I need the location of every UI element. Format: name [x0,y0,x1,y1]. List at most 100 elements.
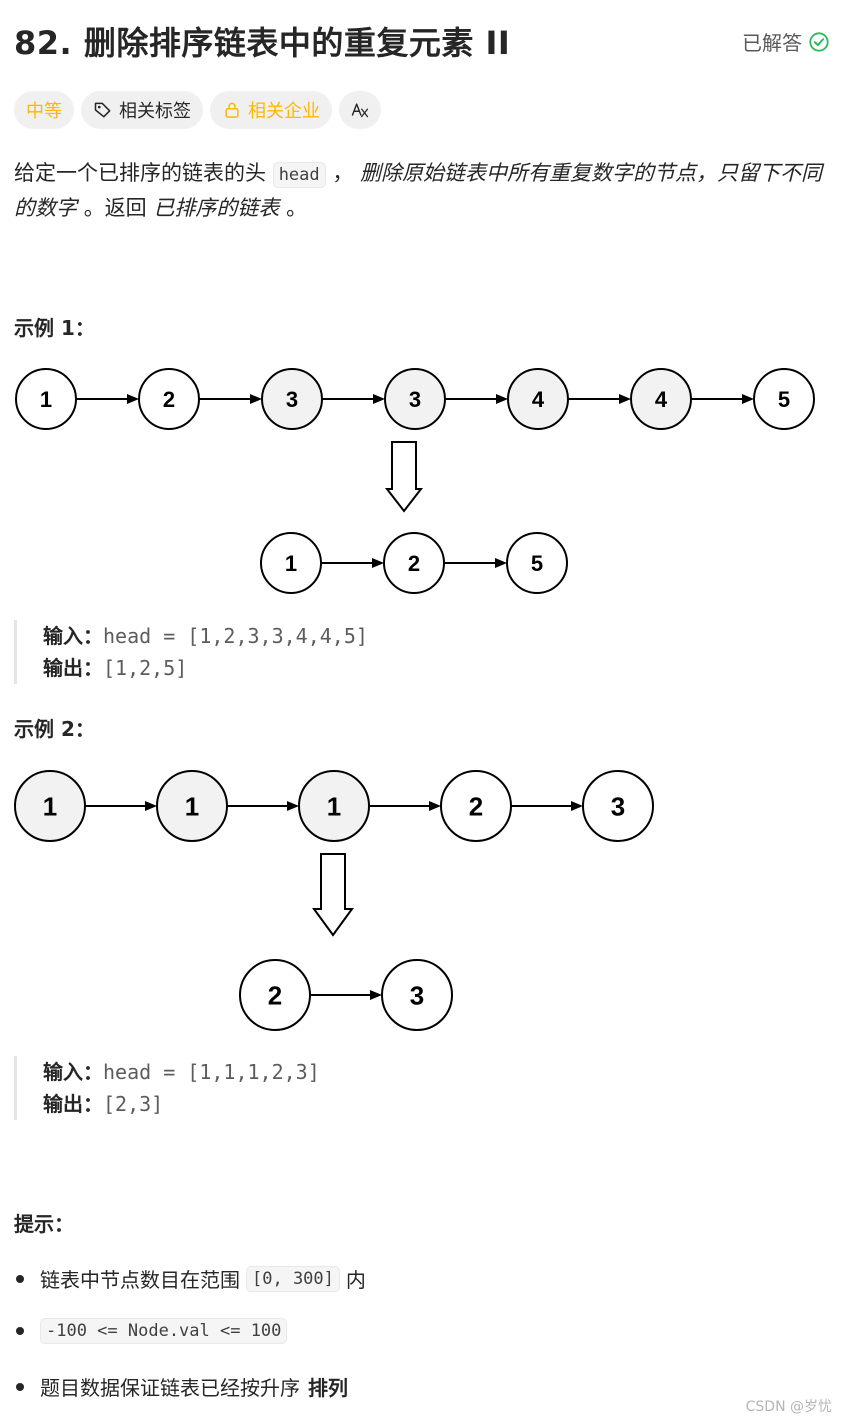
example-1-input-node: 3 [384,368,446,430]
bullet [16,1382,24,1391]
title-row: 82. 删除排序链表中的重复元素 II 已解答 [14,18,830,68]
translate-icon [351,103,369,118]
difficulty-badge[interactable]: 中等 [14,91,74,129]
tag-bar: 中等 相关标签 相关企业 [14,91,381,129]
example-1-input-node: 5 [753,368,815,430]
example-1-output-node: 1 [260,532,322,594]
example-1-input-node: 1 [15,368,77,430]
example-2-title: 示例 2： [14,717,95,741]
hint-text: 链表中节点数目在范围 [40,1268,240,1292]
related-tags-label: 相关标签 [119,101,191,122]
hint-item: 题目数据保证链表已经按升序 排列 [14,1372,348,1401]
example-1-output-node: 2 [383,532,445,594]
example-2-input-node-value: 3 [611,791,625,821]
watermark: CSDN @岁忧 [745,1399,832,1415]
example-1-input-node-value: 3 [286,387,298,412]
desc-text: 。 [286,196,308,220]
example-2-input-node: 2 [440,770,512,842]
example-2-output-node-value: 2 [268,980,282,1010]
transform-arrow-icon [312,853,354,937]
example-1-output-arrow [444,558,507,568]
example-1-diagram: 1 2 3 3 4 4 5 1 2 5 [15,368,815,594]
hint-bold: 排列 [308,1376,348,1400]
input-value: head = [1,2,3,3,4,4,5] [103,624,368,648]
output-label: 输出： [43,656,103,680]
bullet [16,1274,24,1283]
example-2-diagram: 1 1 1 2 3 2 3 [14,770,654,1031]
output-value: [1,2,5] [103,656,188,680]
hint-text: 内 [345,1268,366,1292]
lock-icon [225,102,239,118]
example-1-input-arrow [445,394,508,404]
example-1-input-arrow [568,394,631,404]
example-2-input-arrow [85,801,157,811]
solved-label: 已解答 [742,31,802,55]
difficulty-label: 中等 [26,101,62,122]
example-1-input-arrow [322,394,385,404]
example-2-input-node: 1 [156,770,228,842]
hint-item: -100 <= Node.val <= 100 [14,1318,288,1344]
related-tags-button[interactable]: 相关标签 [81,91,203,129]
related-companies-label: 相关企业 [248,101,320,122]
example-1-output-node-value: 5 [531,551,543,576]
desc-text: ， [332,161,354,185]
example-1-output-node-value: 2 [408,551,420,576]
transform-arrow-icon [384,441,424,513]
example-2-input-node: 1 [298,770,370,842]
example-1-input-node-value: 3 [409,387,421,412]
solved-status: 已解答 [742,27,830,56]
example-1-io: 输入：head = [1,2,3,3,4,4,5] 输出：[1,2,5] [14,620,843,684]
input-label: 输入： [43,1060,103,1084]
hint-text: 题目数据保证链表已经按升序 [40,1376,300,1400]
example-1-input-arrow [76,394,139,404]
example-1-input-node: 4 [507,368,569,430]
example-1-input-node: 3 [261,368,323,430]
example-2-output-arrow [310,990,382,1000]
example-1-input-node-value: 2 [163,387,175,412]
example-2-input-arrow [227,801,299,811]
problem-description: 给定一个已排序的链表的头 head ， 删除原始链表中所有重复数字的节点，只留下… [14,157,834,225]
example-2-output-node-value: 3 [410,980,424,1010]
check-circle-icon [809,31,829,52]
example-2-input-node-value: 2 [469,791,483,821]
example-1-output-arrow [321,558,384,568]
desc-emphasis: 删除原始链表中所有重复数字的节点，只留下不同的数字 [14,161,823,220]
example-2-input-node: 3 [582,770,654,842]
example-2-io: 输入：head = [1,1,1,2,3] 输出：[2,3] [14,1056,843,1120]
example-1-input-arrow [199,394,262,404]
hint-code: [0, 300] [246,1265,340,1292]
example-1-input-node: 2 [138,368,200,430]
desc-text: 。返回 [83,196,147,220]
related-companies-button[interactable]: 相关企业 [210,91,332,129]
problem-title: 82. 删除排序链表中的重复元素 II [14,24,511,62]
example-1-input-node-value: 4 [655,387,668,412]
example-1-input-arrow [691,394,754,404]
example-2-input-node: 1 [14,770,86,842]
example-1-input-node-value: 1 [40,387,52,412]
output-label: 输出： [43,1092,103,1116]
example-2-input-node-value: 1 [43,791,57,821]
inline-code-head: head [272,162,326,188]
hints-title: 提示： [14,1212,74,1236]
desc-text: 给定一个已排序的链表的头 [14,161,266,185]
translate-button[interactable] [339,91,381,129]
example-1-input-node: 4 [630,368,692,430]
example-1-output-node: 5 [506,532,568,594]
example-1-title: 示例 1： [14,316,95,340]
example-2-output-node: 3 [381,959,453,1031]
hint-code: -100 <= Node.val <= 100 [40,1318,288,1344]
example-2-output-node: 2 [239,959,311,1031]
bullet [16,1327,24,1335]
example-1-input-node-value: 5 [778,387,790,412]
example-2-input-node-value: 1 [185,791,199,821]
input-value: head = [1,1,1,2,3] [103,1060,320,1084]
example-2-input-node-value: 1 [327,791,341,821]
example-1-output-node-value: 1 [285,551,297,576]
hint-item: 链表中节点数目在范围 [0, 300] 内 [14,1264,366,1293]
input-label: 输入： [43,624,103,648]
example-1-input-node-value: 4 [532,387,545,412]
example-2-input-arrow [511,801,583,811]
tag-icon [94,102,111,118]
output-value: [2,3] [103,1092,164,1116]
desc-emphasis: 已排序的链表 [153,196,280,220]
